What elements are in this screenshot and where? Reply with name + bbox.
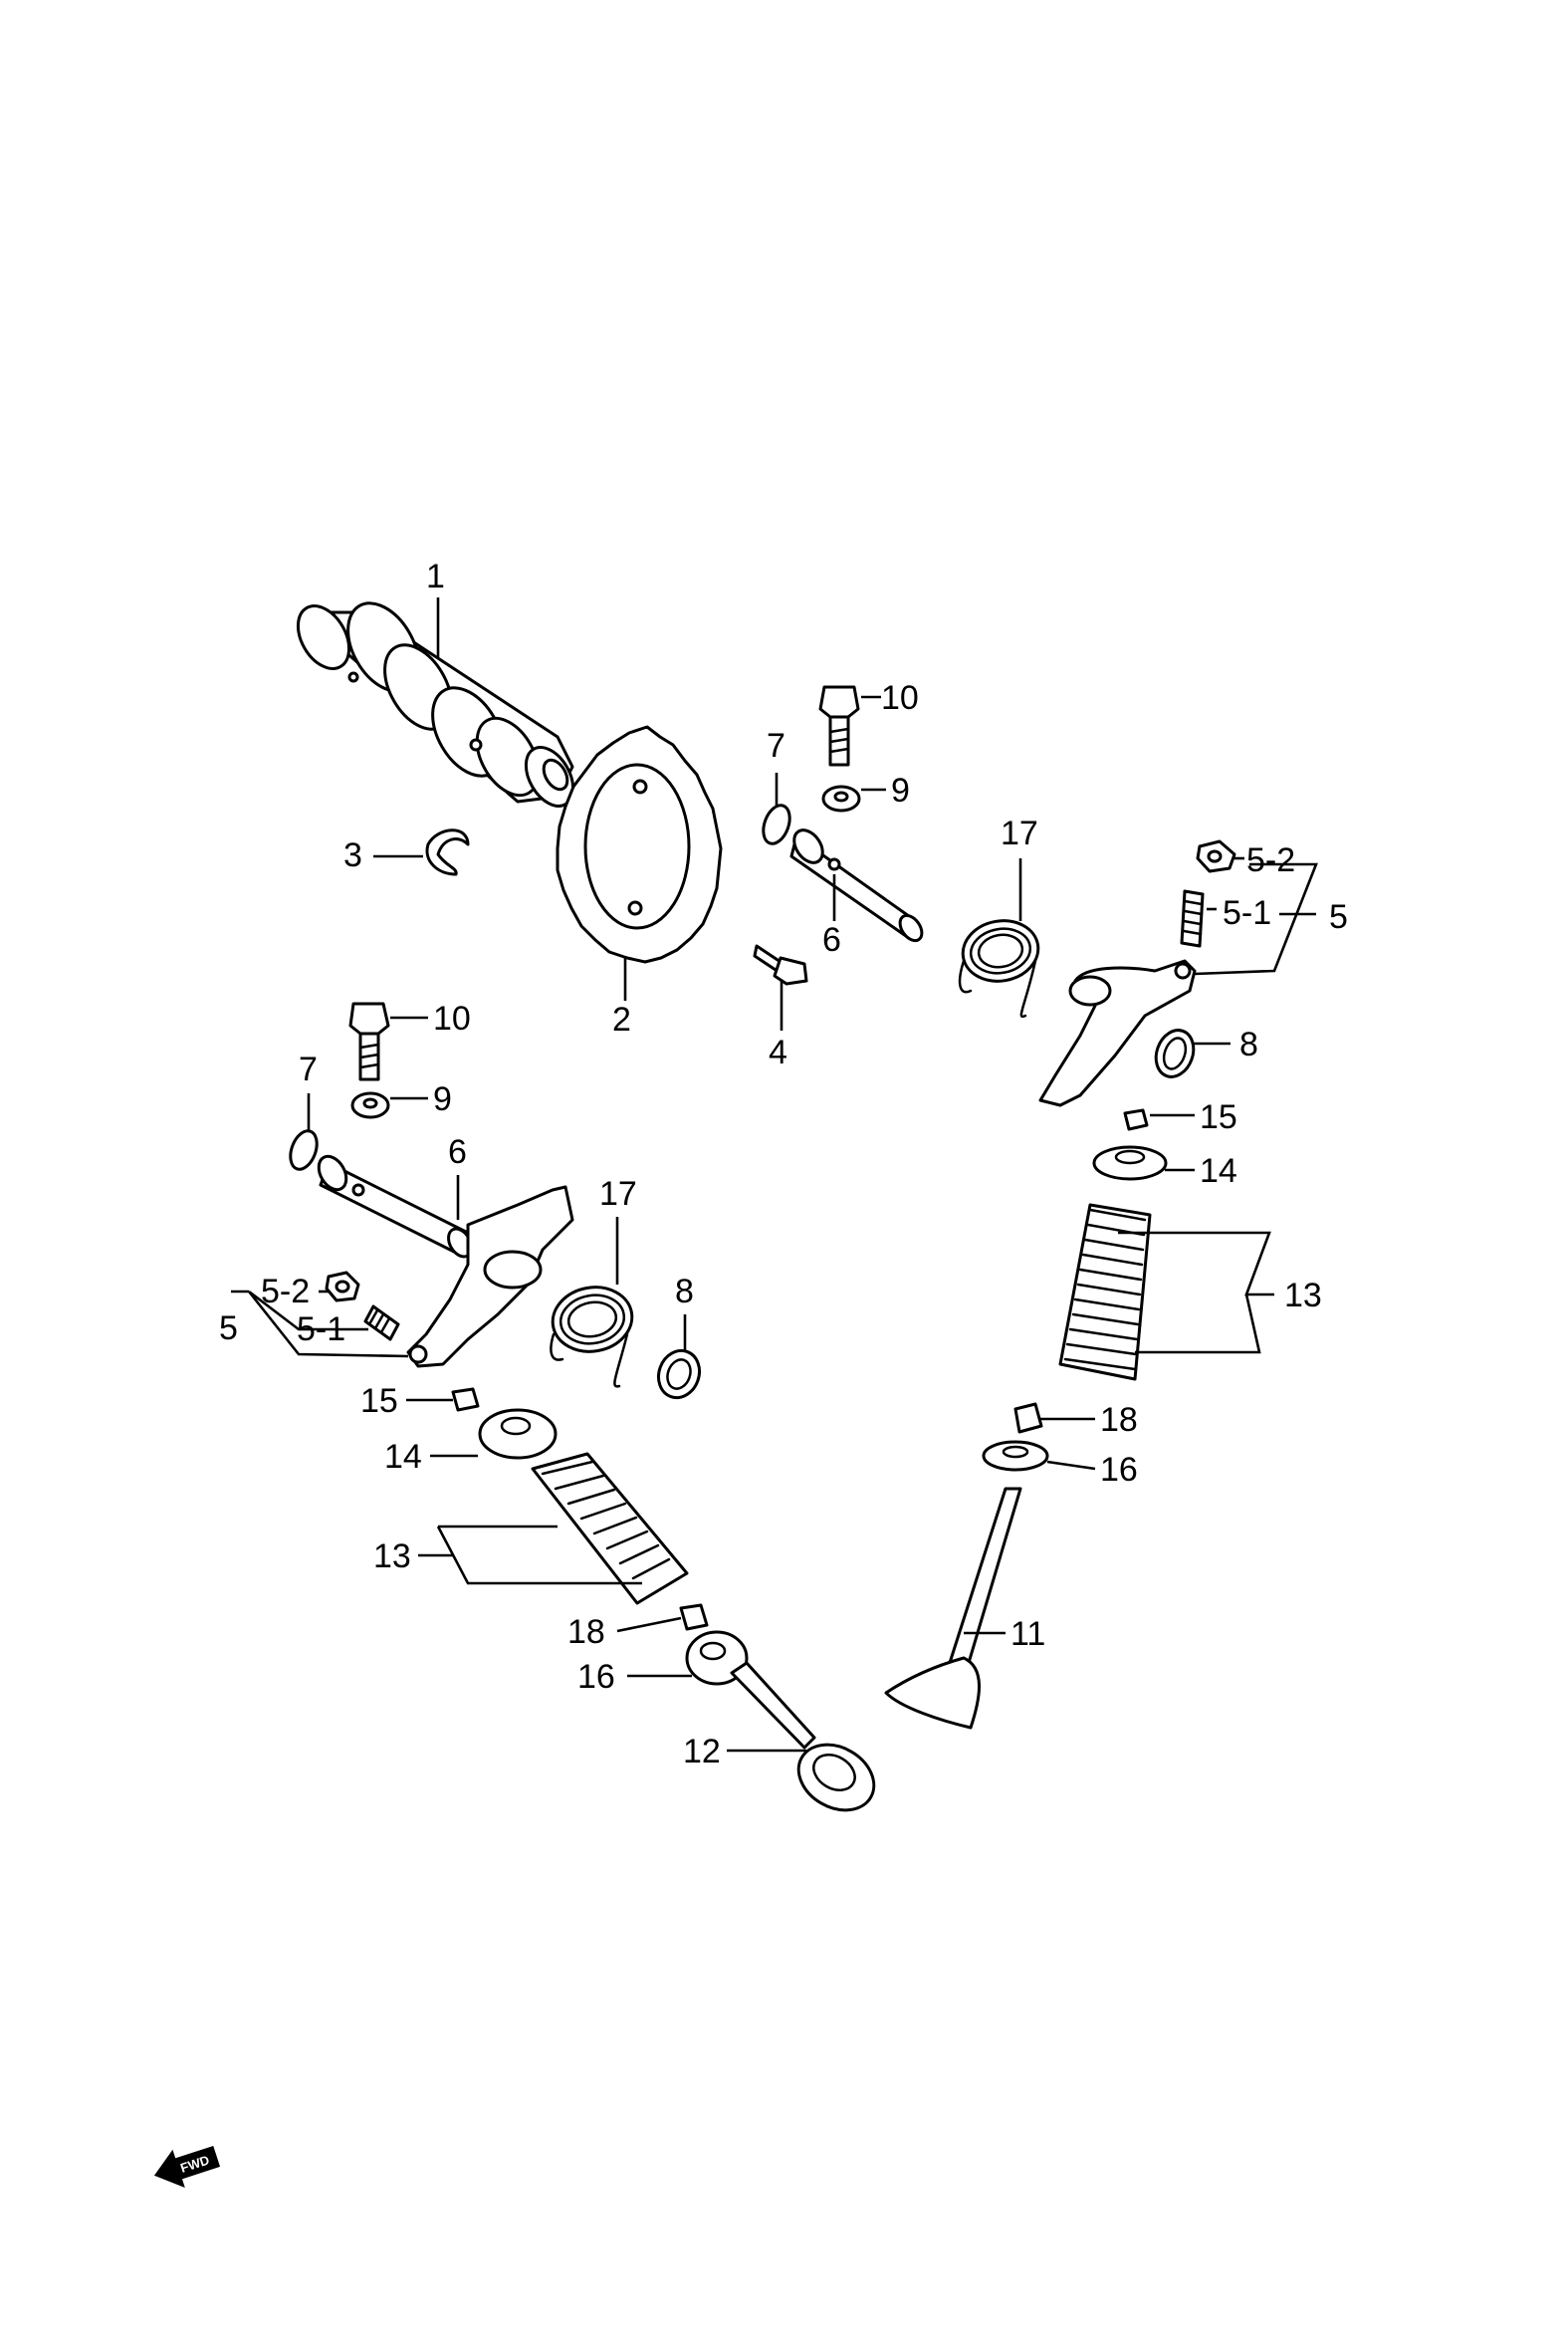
rocker-arm-left — [406, 1185, 574, 1368]
callout-9-right: 9 — [891, 772, 910, 810]
callout-18-right: 18 — [1100, 1401, 1138, 1439]
callout-18-left: 18 — [567, 1613, 605, 1651]
valve-springs-13-right — [1058, 1203, 1152, 1381]
lock-nut-5-2-right — [1196, 839, 1236, 873]
o-ring-7-left — [289, 1129, 319, 1171]
rocker-spring-17-right — [958, 919, 1040, 1019]
callout-5-1-left: 5-1 — [297, 1310, 345, 1348]
callout-8-left: 8 — [675, 1273, 694, 1310]
rocker-shaft-6-left — [317, 1154, 473, 1259]
callout-16-right: 16 — [1100, 1451, 1138, 1489]
fwd-arrow-icon: FWD — [153, 2145, 221, 2188]
callout-11: 11 — [1010, 1615, 1045, 1653]
bolt-10-left — [348, 1002, 390, 1081]
callout-13-right: 13 — [1284, 1277, 1322, 1314]
callout-17-left: 17 — [599, 1175, 637, 1213]
callout-8-right: 8 — [1239, 1026, 1258, 1063]
callout-6-left: 6 — [448, 1133, 467, 1171]
callout-7-right: 7 — [767, 727, 785, 765]
valve-springs-13-left — [531, 1452, 689, 1605]
rocker-shaft-6-right — [789, 828, 924, 943]
callout-15-right: 15 — [1200, 1098, 1237, 1136]
callout-15-left: 15 — [360, 1382, 398, 1420]
adjust-screw-5-1-left — [363, 1304, 400, 1341]
washer-9-right — [821, 785, 861, 813]
rocker-arm-right — [1038, 959, 1197, 1107]
spring-seat-16-left — [685, 1630, 749, 1686]
lock-nut-5-2-left — [325, 1271, 360, 1302]
callout-7-left: 7 — [299, 1051, 318, 1088]
camshaft — [296, 601, 575, 808]
callout-3: 3 — [343, 836, 362, 874]
leader-lines — [231, 597, 1318, 1753]
callout-labels: 1 2 3 4 5 5-1 5-2 6 7 8 9 10 17 15 14 13… — [219, 558, 1348, 1770]
rocker-spring-17-left — [550, 1286, 634, 1388]
bolt-10-right — [818, 685, 860, 767]
callout-4: 4 — [769, 1034, 787, 1071]
stem-seal-18-right — [1013, 1402, 1043, 1434]
callout-5-right: 5 — [1329, 898, 1348, 936]
callout-2: 2 — [612, 1001, 631, 1039]
washer-9-left — [350, 1091, 390, 1119]
adjust-screw-5-1-right — [1180, 889, 1205, 948]
cotter-15-right — [1123, 1108, 1149, 1131]
callout-1: 1 — [426, 558, 445, 595]
callout-10-left: 10 — [433, 1000, 471, 1038]
spring-seat-16-right — [982, 1440, 1049, 1472]
callout-17-right: 17 — [1001, 815, 1038, 852]
callout-5-left: 5 — [219, 1309, 238, 1347]
cotter-15-left — [451, 1387, 480, 1412]
callout-5-2-left: 5-2 — [261, 1273, 310, 1310]
callout-9-left: 9 — [433, 1080, 452, 1118]
bolt-4 — [753, 944, 808, 986]
exhaust-valve-11 — [884, 1487, 1022, 1730]
o-ring-7-right — [762, 804, 791, 845]
callout-5-1-right: 5-1 — [1223, 894, 1271, 932]
retainer-14-left — [478, 1408, 558, 1460]
callout-12: 12 — [683, 1733, 721, 1770]
stem-seal-18-left — [679, 1603, 709, 1631]
callout-14-left: 14 — [384, 1438, 422, 1476]
callout-5-2-right: 5-2 — [1246, 841, 1295, 879]
callout-10-right: 10 — [881, 679, 919, 717]
o-ring-8-left — [656, 1348, 702, 1400]
callout-6-right: 6 — [822, 921, 841, 959]
callout-13-left: 13 — [373, 1537, 411, 1575]
callout-16-left: 16 — [577, 1658, 615, 1696]
cam-sprocket — [556, 725, 723, 964]
retainer-14-right — [1092, 1145, 1168, 1181]
cam-clip — [425, 828, 470, 876]
callout-14-right: 14 — [1200, 1152, 1237, 1190]
o-ring-8-right — [1154, 1029, 1196, 1078]
intake-valve-12 — [730, 1661, 876, 1812]
